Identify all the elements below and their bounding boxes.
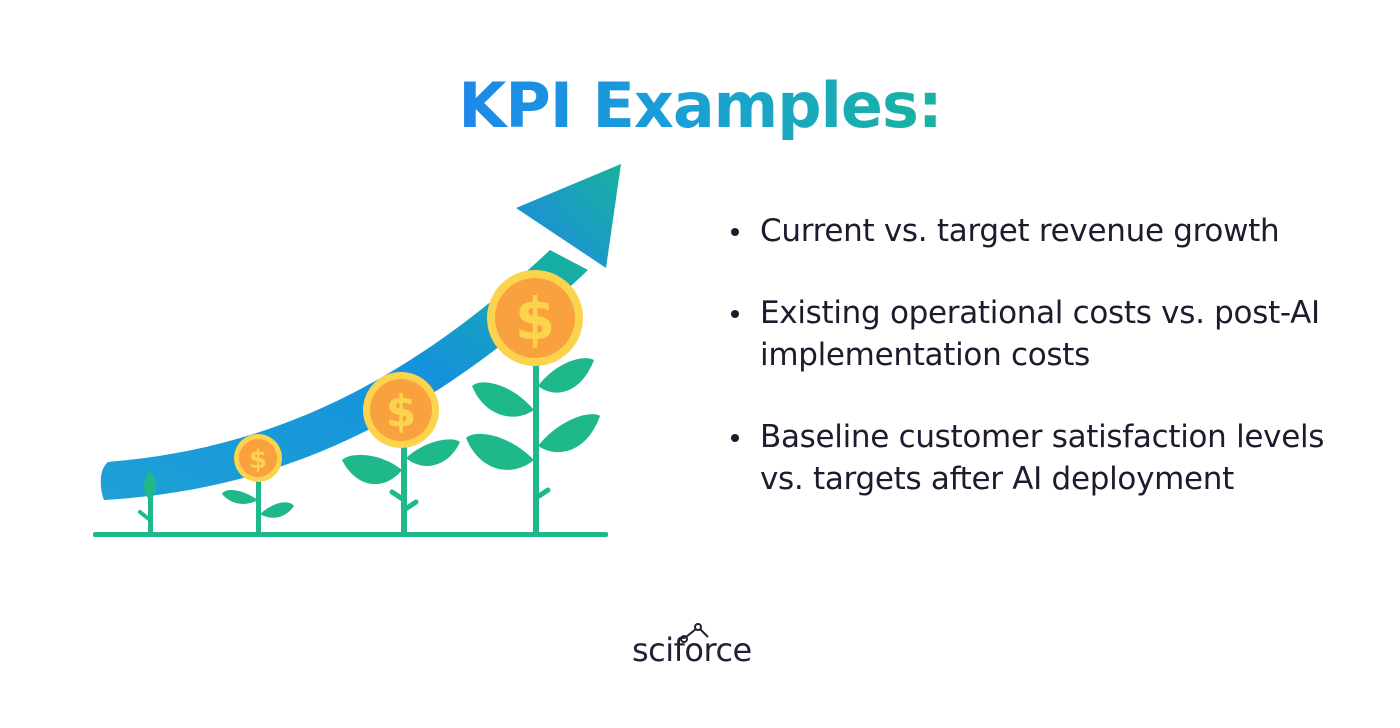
coin-symbol: $: [515, 285, 555, 353]
logo-network-icon: [680, 623, 709, 643]
bullet-dot: [731, 228, 739, 236]
ground-line: [93, 532, 608, 537]
sprout-plant-icon: [138, 470, 156, 534]
page-title-text: KPI Examples:: [458, 69, 942, 142]
kpi-item: Current vs. target revenue growth: [728, 210, 1348, 252]
kpi-item-text: Current vs. target revenue growth: [760, 213, 1280, 249]
growth-illustration: $ $ $: [93, 164, 621, 537]
sciforce-logo: sciforce: [632, 622, 772, 672]
dollar-coin-icon: $: [234, 434, 282, 482]
bullet-dot: [731, 310, 739, 318]
plant-icon: [222, 478, 294, 534]
logo-text: sciforce: [632, 631, 752, 669]
kpi-item-text: Existing operational costs vs. post-AI i…: [760, 295, 1320, 373]
bullet-dot: [731, 434, 739, 442]
kpi-list: Current vs. target revenue growth Existi…: [728, 210, 1348, 500]
plant-icon: [342, 439, 460, 534]
plant-icon: [466, 358, 600, 534]
dollar-coin-icon: $: [487, 270, 583, 366]
dollar-coin-icon: $: [363, 372, 439, 448]
coin-symbol: $: [249, 445, 267, 475]
coin-symbol: $: [386, 386, 417, 437]
kpi-item: Baseline customer satisfaction levels vs…: [728, 416, 1348, 500]
kpi-item-text: Baseline customer satisfaction levels vs…: [760, 419, 1325, 497]
page-title: KPI Examples:: [0, 66, 1400, 146]
kpi-item: Existing operational costs vs. post-AI i…: [728, 292, 1348, 376]
